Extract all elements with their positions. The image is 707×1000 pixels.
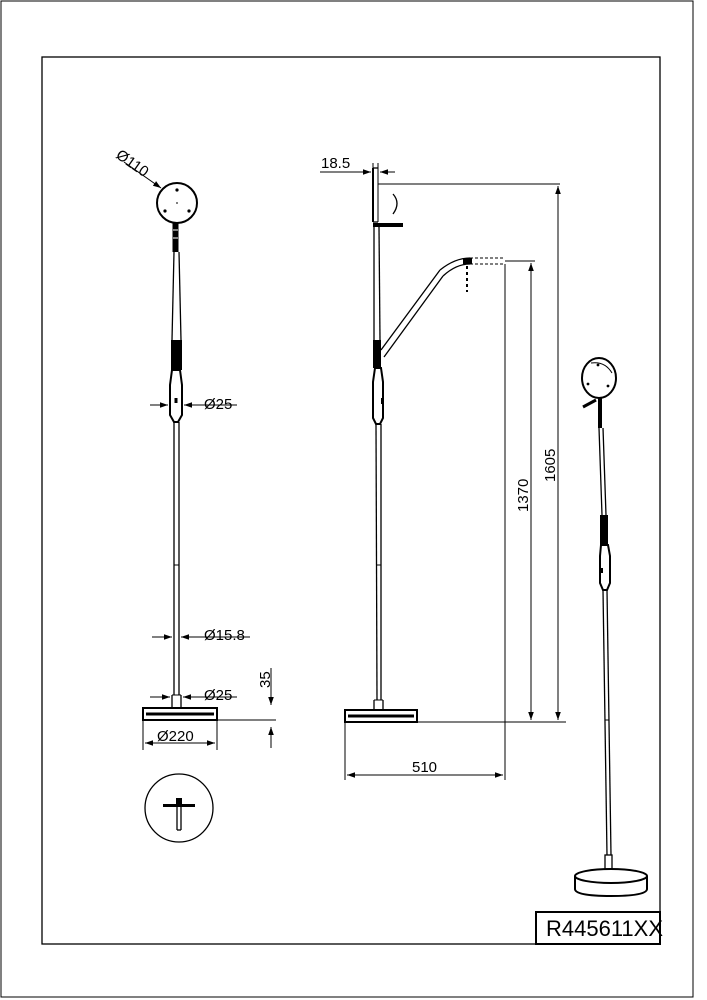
product-code: R445611XX	[546, 916, 663, 941]
base-height-label: 35	[257, 671, 274, 688]
front-lamp-base	[142, 707, 218, 721]
perspective-view	[574, 357, 648, 898]
front-switch-body	[169, 369, 183, 423]
total-height-label: 1605	[542, 449, 559, 482]
switch-diameter-label: Ø25	[204, 396, 232, 413]
base-diameter-label: Ø220	[157, 728, 194, 745]
side-view: 18.5 1605 1370 510	[320, 155, 566, 780]
head-depth-label: 18.5	[321, 155, 350, 172]
product-code-box	[535, 911, 661, 945]
head-dimension-leader	[123, 161, 162, 189]
front-view: Ø110 Ø25 Ø15.8	[113, 146, 276, 843]
inner-frame	[41, 56, 661, 945]
perspective-lamp-head	[581, 357, 617, 399]
head-diameter-label: Ø110	[113, 146, 152, 180]
base-detail-circle	[144, 773, 214, 843]
perspective-lamp-base	[574, 876, 648, 898]
reading-arm-reach-label: 510	[412, 759, 437, 776]
side-lamp-base	[344, 709, 418, 723]
pole-base-diameter-label: Ø25	[204, 687, 232, 704]
pole-diameter-label: Ø15.8	[204, 627, 245, 644]
outer-frame	[0, 0, 694, 998]
reading-arm-height-label: 1370	[515, 479, 532, 512]
